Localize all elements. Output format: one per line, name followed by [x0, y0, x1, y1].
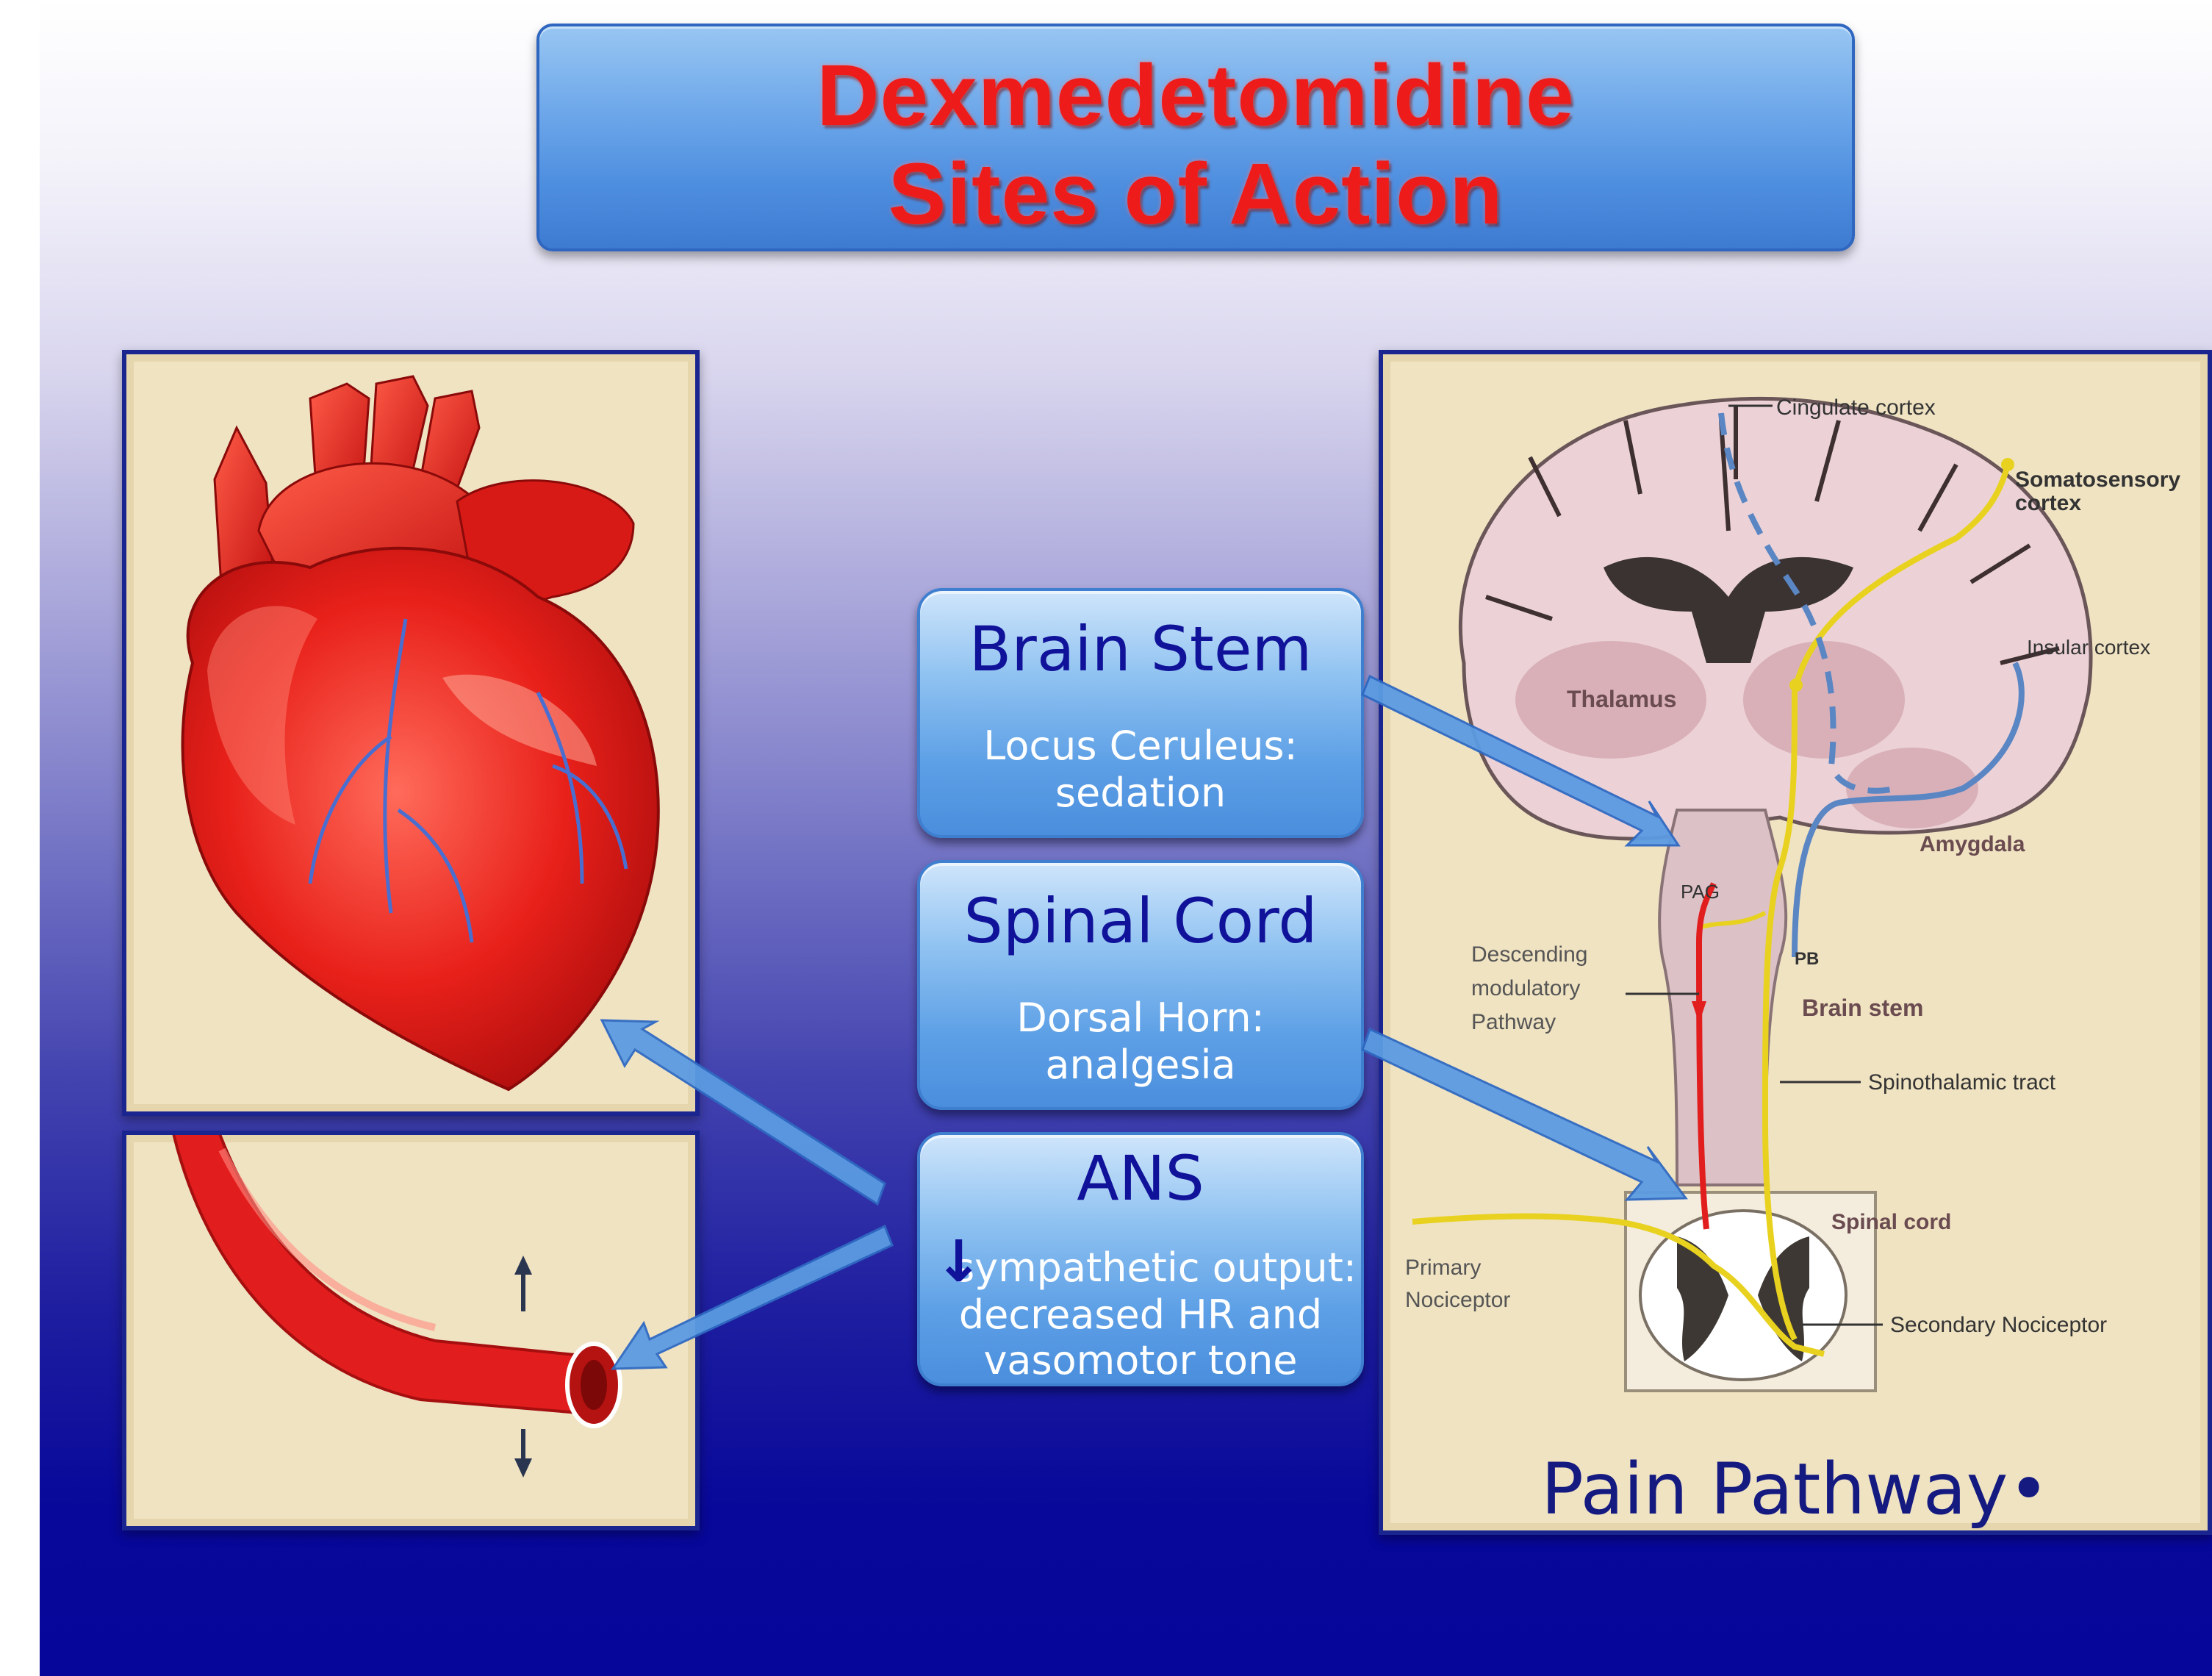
thalamus-node: [1789, 678, 1803, 692]
label-spinal-cord: Spinal cord: [1831, 1210, 1951, 1234]
label-spinothalamic: Spinothalamic tract: [1868, 1070, 2056, 1095]
title-line-1: Dexmedetomidine: [539, 46, 1852, 146]
heart-illustration: [126, 354, 700, 1116]
tile-brain-stem-body-2: sedation: [920, 770, 1361, 816]
title-banner: Dexmedetomidine Sites of Action: [536, 24, 1855, 251]
label-thalamus: Thalamus: [1567, 686, 1676, 712]
vessel-panel: [122, 1131, 700, 1530]
tile-ans-body-3: vasomotor tone: [920, 1338, 1361, 1383]
tile-ans-body-1: ↓ sympathetic output:: [920, 1245, 1361, 1291]
tile-brain-stem-heading: Brain Stem: [920, 613, 1361, 685]
tile-spinal-cord-body-2: analgesia: [920, 1042, 1361, 1088]
label-amygdala: Amygdala: [1920, 832, 2025, 856]
title-line-2: Sites of Action: [539, 144, 1852, 244]
somatosensory-node: [2001, 458, 2014, 471]
brain-outline: [1460, 398, 2091, 839]
vessel-lumen: [581, 1360, 607, 1410]
label-descending-1: Descending: [1471, 942, 1587, 967]
tile-spinal-cord-body-1: Dorsal Horn:: [920, 995, 1361, 1041]
dilation-arrowhead-up: [514, 1256, 532, 1275]
pain-pathway-title: Pain Pathway•: [1383, 1448, 2208, 1530]
blood-vessel-illustration: [126, 1135, 700, 1530]
tile-brain-stem: Brain Stem Locus Ceruleus: sedation: [917, 588, 1364, 838]
tile-ans-heading: ANS: [920, 1142, 1361, 1214]
label-primary-1: Primary: [1405, 1256, 1481, 1280]
label-pag: PAG: [1681, 881, 1720, 903]
label-pb: PB: [1795, 949, 1819, 969]
label-brain-stem: Brain stem: [1802, 995, 1923, 1021]
dilation-arrowhead-down: [514, 1458, 532, 1478]
tile-brain-stem-body-1: Locus Ceruleus:: [920, 723, 1361, 769]
heart-panel: [122, 350, 700, 1116]
pain-pathway-panel: Cingulate cortex Somatosensory cortex In…: [1379, 350, 2212, 1535]
pain-pathway-diagram: Cingulate cortex Somatosensory cortex In…: [1383, 354, 2212, 1535]
label-cingulate: Cingulate cortex: [1776, 395, 1936, 420]
tile-spinal-cord-heading: Spinal Cord: [920, 885, 1361, 957]
tile-spinal-cord: Spinal Cord Dorsal Horn: analgesia: [917, 860, 1364, 1110]
label-insular: Insular cortex: [2027, 636, 2150, 659]
label-somatosensory-2: cortex: [2015, 491, 2081, 515]
label-descending-2: modulatory: [1471, 976, 1580, 1000]
slide-background: Dexmedetomidine Sites of Action: [40, 0, 2212, 1676]
label-primary-2: Nociceptor: [1405, 1288, 1510, 1312]
down-arrow-icon: ↓: [935, 1239, 983, 1285]
tile-ans-body-1-text: sympathetic output:: [954, 1245, 1357, 1291]
tile-ans: ANS ↓ sympathetic output: decreased HR a…: [917, 1132, 1364, 1386]
label-secondary: Secondary Nociceptor: [1890, 1313, 2107, 1337]
label-somatosensory-1: Somatosensory: [2015, 468, 2180, 492]
label-descending-3: Pathway: [1471, 1010, 1556, 1034]
tile-ans-body-2: decreased HR and: [920, 1292, 1361, 1338]
